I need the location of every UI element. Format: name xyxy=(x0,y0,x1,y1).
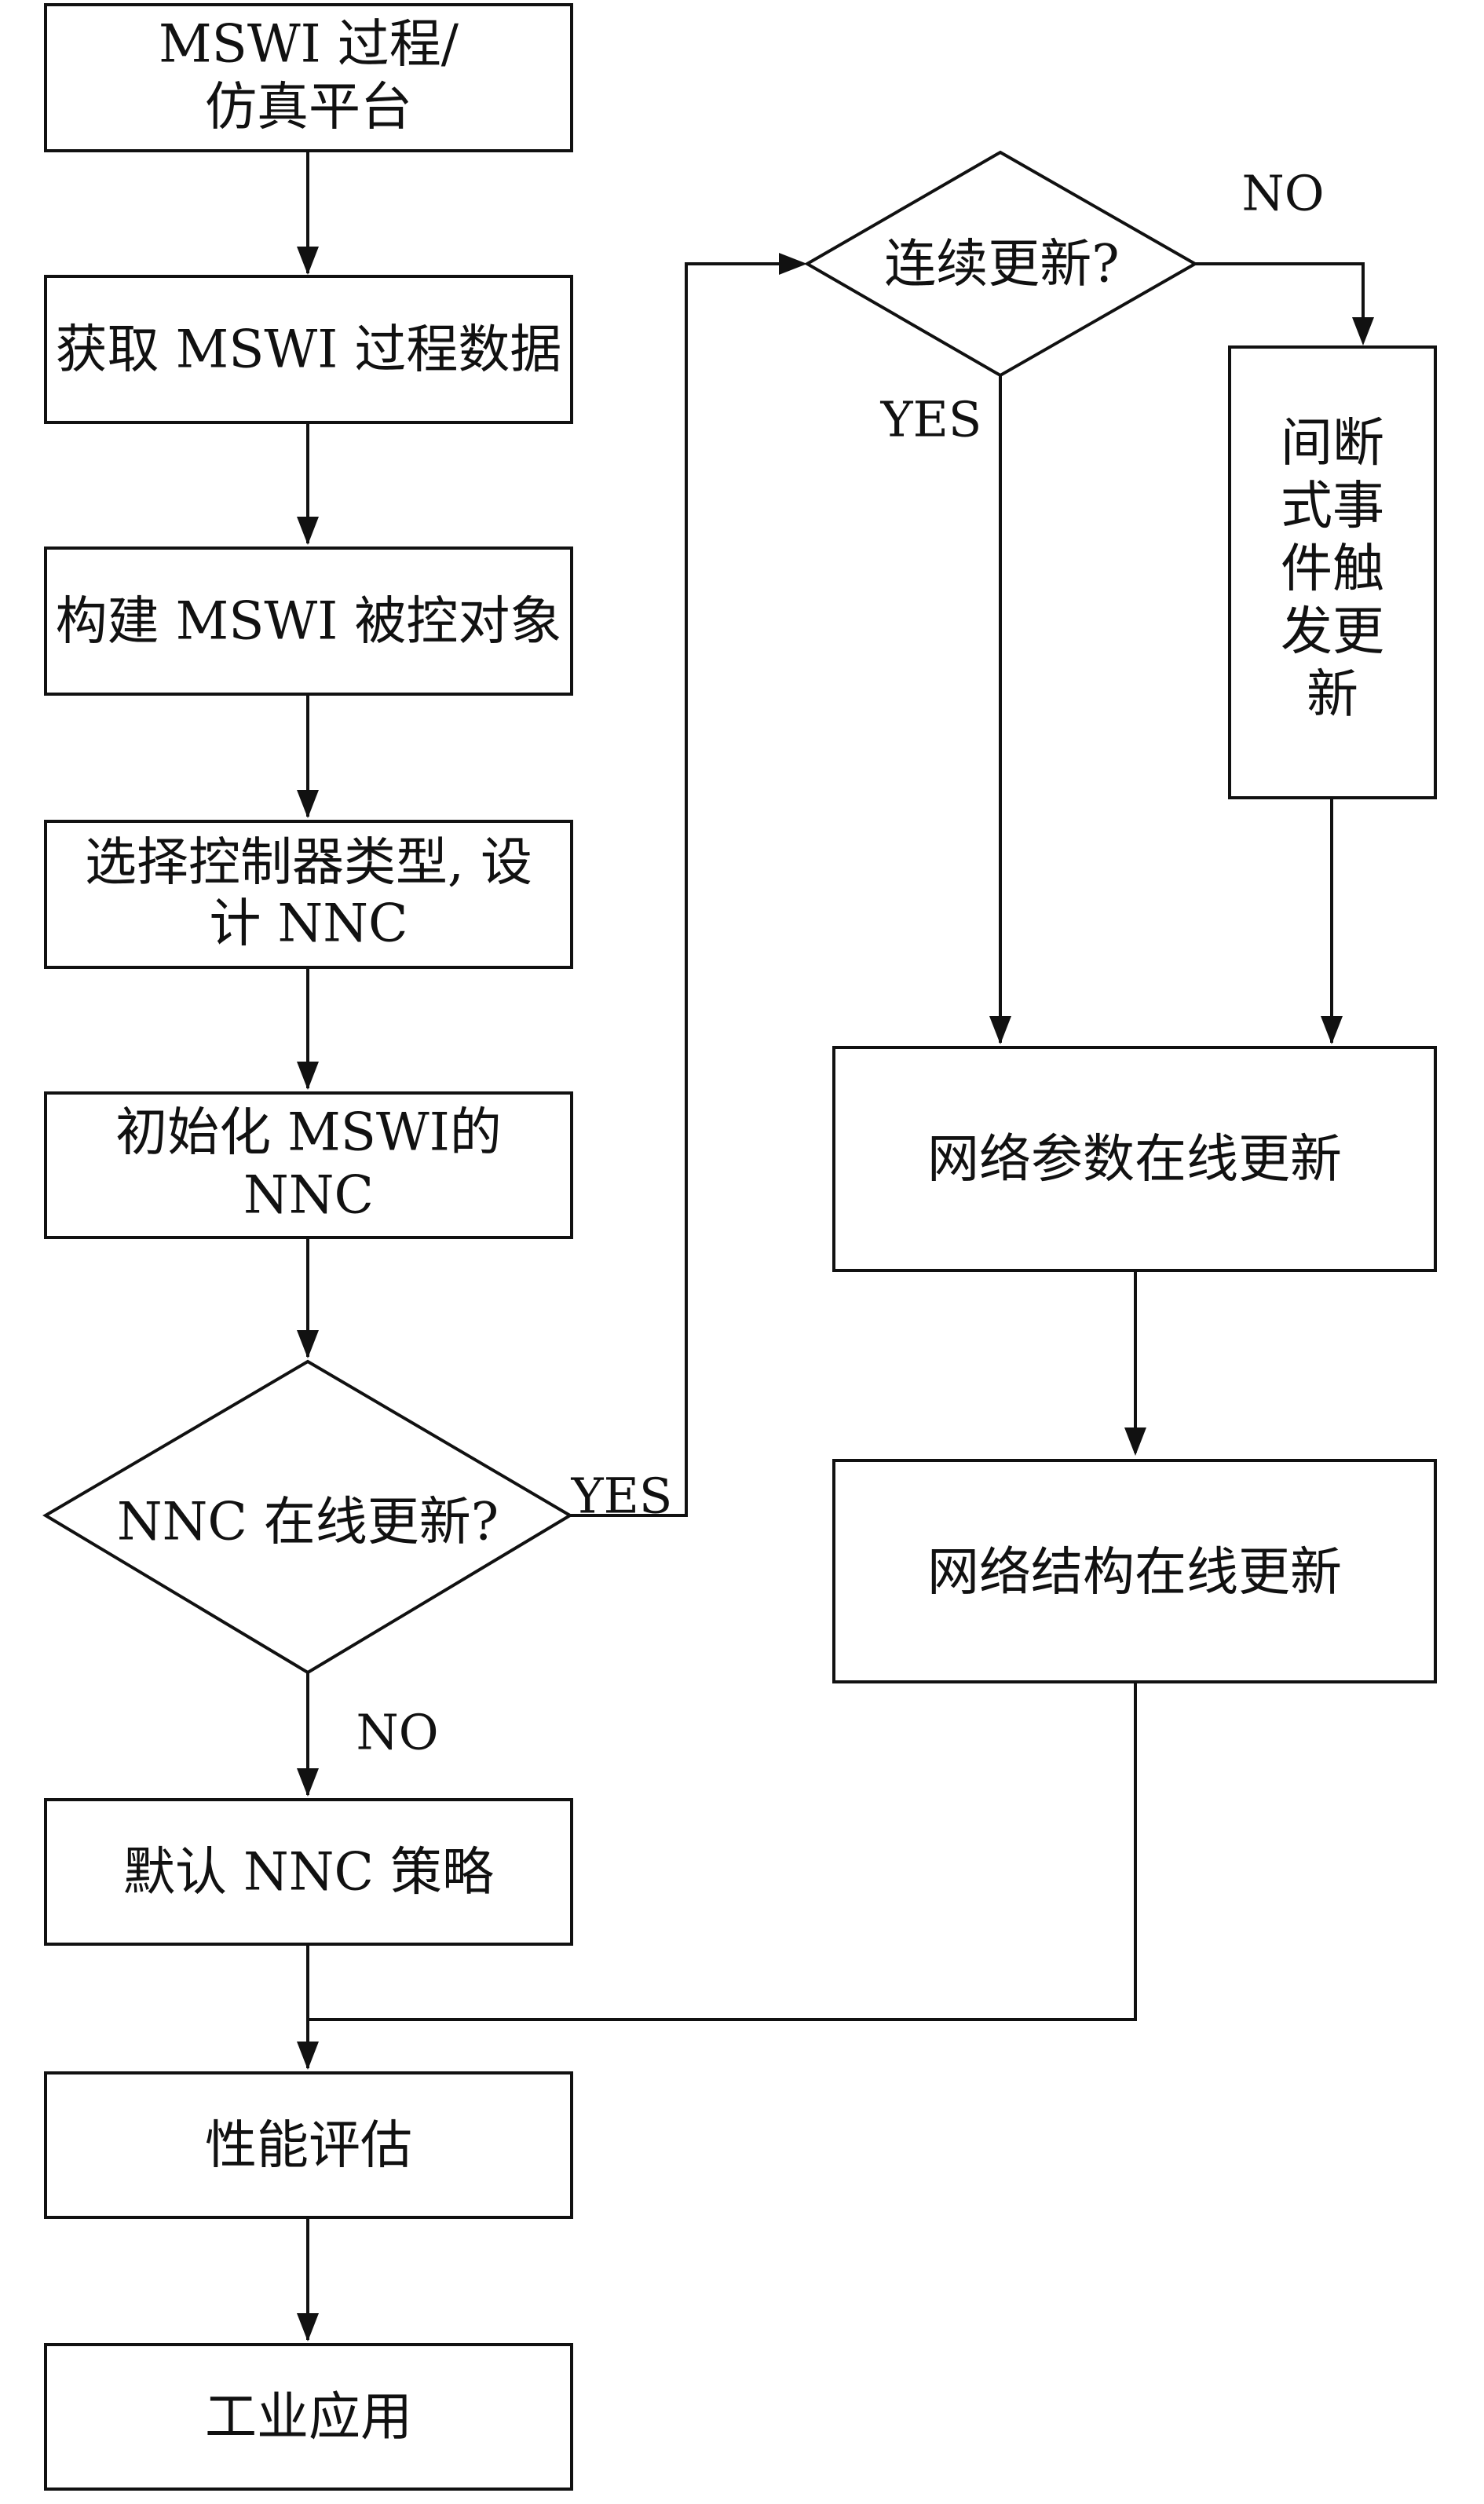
node-continuous-text: 连续更新? xyxy=(884,234,1119,294)
arrowhead xyxy=(297,2042,319,2070)
node-params: 网络参数在线更新 xyxy=(832,1046,1437,1272)
label-online-yes: YES xyxy=(571,1468,673,1525)
node-object: 构建 MSWI 被控对象 xyxy=(44,546,573,696)
node-structure-text: 网络结构在线更新 xyxy=(927,1542,1342,1603)
node-init-line-2: NNC xyxy=(243,1165,374,1226)
node-structure: 网络结构在线更新 xyxy=(832,1459,1437,1683)
arrowhead xyxy=(779,253,807,275)
node-params-text: 网络参数在线更新 xyxy=(927,1129,1342,1190)
node-event-line-1: 间断 xyxy=(1281,413,1384,473)
node-platform-line-2: 仿真平台 xyxy=(205,77,412,137)
node-industry: 工业应用 xyxy=(44,2343,573,2491)
node-event: 间断 式事 件触 发更 新 xyxy=(1228,345,1437,799)
node-event-line-4: 发更 xyxy=(1281,601,1384,662)
arrowhead xyxy=(297,790,319,818)
node-eval: 性能评估 xyxy=(44,2071,573,2219)
label-online-no: NO xyxy=(356,1704,438,1761)
node-default-text: 默认 NNC 策略 xyxy=(123,1842,494,1903)
node-event-line-5: 新 xyxy=(1307,664,1358,725)
arrowhead xyxy=(297,247,319,275)
node-eval-text: 性能评估 xyxy=(205,2115,412,2176)
node-init-line-1: 初始化 MSWI的 xyxy=(115,1102,502,1163)
node-acquire: 获取 MSWI 过程数据 xyxy=(44,275,573,424)
arrowhead xyxy=(1352,317,1374,345)
arrowhead xyxy=(297,2313,319,2341)
label-continuous-yes: YES xyxy=(880,391,982,448)
edge-continuous-event xyxy=(1195,262,1365,341)
arrowhead xyxy=(297,1768,319,1797)
node-industry-text: 工业应用 xyxy=(205,2387,412,2447)
arrowhead xyxy=(989,1016,1011,1044)
node-event-line-3: 件触 xyxy=(1281,539,1384,599)
node-acquire-text: 获取 MSWI 过程数据 xyxy=(56,320,562,380)
node-default: 默认 NNC 策略 xyxy=(44,1798,573,1946)
arrowhead xyxy=(1124,1427,1146,1456)
edge-structure-eval xyxy=(308,1682,1137,2021)
arrowhead xyxy=(297,1062,319,1090)
node-event-line-2: 式事 xyxy=(1281,476,1384,536)
node-platform-line-1: MSWI 过程/ xyxy=(159,14,459,75)
edge-online-continuous xyxy=(570,262,801,1517)
node-select: 选择控制器类型, 设 计 NNC xyxy=(44,820,573,969)
node-online-text: NNC 在线更新? xyxy=(117,1492,499,1552)
node-init: 初始化 MSWI的 NNC xyxy=(44,1091,573,1239)
node-select-line-1: 选择控制器类型, 设 xyxy=(85,832,532,893)
node-online-decision: NNC 在线更新? xyxy=(42,1359,573,1675)
node-object-text: 构建 MSWI 被控对象 xyxy=(56,591,562,652)
arrowhead xyxy=(297,517,319,545)
node-platform: MSWI 过程/ 仿真平台 xyxy=(44,3,573,152)
node-continuous-decision: 连续更新? xyxy=(803,150,1199,378)
node-select-line-2: 计 NNC xyxy=(210,894,408,954)
arrowhead xyxy=(297,1330,319,1358)
label-continuous-no: NO xyxy=(1241,165,1324,222)
arrowhead xyxy=(1321,1016,1343,1044)
